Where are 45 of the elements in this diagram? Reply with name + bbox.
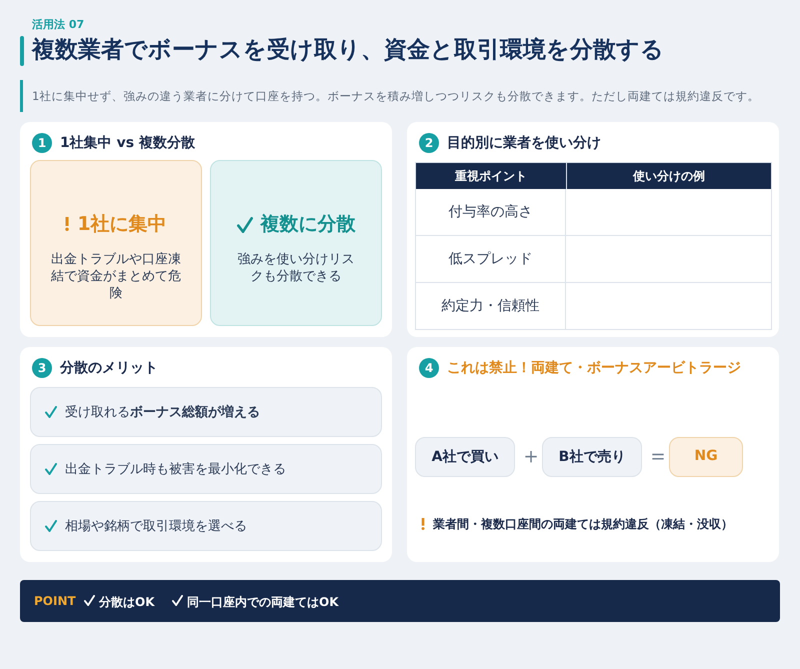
subtitle-text: 1社に集中せず、強みの違う業者に分けて口座を持つ。ボーナスを積み増しつつリスクも分散できます。ただし両建ては規約違反です。 (32, 89, 760, 104)
trade-box (415, 437, 515, 477)
panel-heading: 目的別に業者を使い分け (447, 134, 602, 152)
merit-card (30, 444, 382, 494)
card-description: 出金トラブルや口座凍結で資金がまとめて危険 (50, 251, 182, 302)
comparison-card (210, 160, 382, 326)
result-text: NG (693, 448, 719, 464)
column-header: 重視ポイント (454, 168, 528, 184)
page-title: 複数業者でボーナスを受け取り、資金と取引環境を分散する (32, 36, 665, 65)
kicker-text: 活用法 07 (32, 17, 84, 32)
trade-text: B社で売り (558, 448, 626, 466)
panel-heading: 分散のメリット (60, 359, 159, 377)
plus-sign: ＋ (520, 443, 540, 471)
number-badge: 1 (32, 133, 52, 153)
merit-card (30, 387, 382, 437)
panel-heading: これは禁止！両建て・ボーナスアービトラージ (447, 359, 742, 377)
number-badge: 4 (419, 358, 439, 378)
point-text: 同一口座内での両建てはOK (187, 594, 338, 611)
card-description: 強みを使い分けリスクも分散できる (236, 251, 356, 285)
table-cell: 低スプレッド (416, 236, 566, 283)
card-heading: 複数に分散 (260, 212, 356, 237)
table-cell: 付与率の高さ (416, 189, 566, 236)
trade-text: A社で買い (430, 448, 500, 466)
point-label: POINT (34, 594, 76, 608)
merit-text: 相場や銘柄で取引環境を選べる (65, 518, 248, 535)
number-badge: 3 (32, 358, 52, 378)
result-box (669, 437, 743, 477)
panel-card (407, 347, 779, 562)
point-text: 分散はOK (99, 594, 154, 611)
panel-heading: 1社集中 vs 複数分散 (60, 134, 196, 152)
number-badge: 2 (419, 133, 439, 153)
equals-sign: ＝ (647, 443, 667, 471)
warning-note: 業者間・複数口座間の両建ては規約違反（凍結・没収） (433, 516, 734, 533)
card-heading: 1社に集中 (77, 212, 167, 237)
trade-box (542, 437, 642, 477)
table-cell: 約定力・信頼性 (416, 283, 566, 330)
merit-text: 受け取れるボーナス総額が増える (65, 404, 261, 421)
panel-card (20, 122, 392, 337)
point-bar (20, 580, 780, 622)
column-header: 使い分けの例 (566, 163, 771, 189)
comparison-card (30, 160, 202, 326)
merit-text: 出金トラブル時も被害を最小化できる (65, 461, 287, 478)
panel-card (20, 347, 392, 562)
panel-card (407, 122, 779, 337)
merit-card (30, 501, 382, 551)
